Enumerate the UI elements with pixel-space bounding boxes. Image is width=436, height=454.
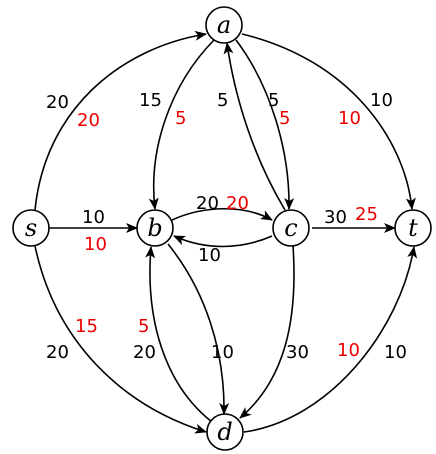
node-d-circle bbox=[206, 413, 244, 451]
node-a-circle bbox=[205, 6, 243, 44]
edge-a-c bbox=[235, 39, 295, 210]
edge-s-a-flow: 20 bbox=[77, 110, 100, 131]
edge-b-c-capacity: 20 bbox=[196, 193, 219, 214]
node-s-label: s bbox=[25, 214, 37, 242]
edge-c-b bbox=[173, 235, 273, 248]
node-b: b bbox=[136, 209, 174, 247]
edge-a-c-capacity: 5 bbox=[268, 90, 279, 111]
edge-s-d-capacity: 20 bbox=[46, 342, 69, 363]
edge-s-b-capacity: 10 bbox=[82, 207, 105, 228]
edge-a-t-capacity: 10 bbox=[370, 90, 393, 111]
edge-c-d-capacity: 30 bbox=[286, 342, 309, 363]
node-c-label: c bbox=[284, 214, 297, 242]
edge-c-t-flow: 25 bbox=[355, 204, 378, 225]
edge-a-t-flow: 10 bbox=[338, 108, 361, 129]
edge-a-b-flow: 5 bbox=[175, 108, 186, 129]
edges bbox=[34, 30, 418, 434]
node-s-circle bbox=[12, 209, 50, 247]
node-c: c bbox=[272, 209, 310, 247]
edge-s-d-flow: 15 bbox=[75, 316, 98, 337]
node-c-circle bbox=[272, 209, 310, 247]
edge-s-a-capacity: 20 bbox=[46, 92, 69, 113]
edge-s-d bbox=[34, 245, 207, 434]
edge-d-b bbox=[145, 246, 213, 423]
node-s: s bbox=[12, 209, 50, 247]
edge-b-d bbox=[167, 243, 230, 415]
node-a: a bbox=[205, 6, 243, 44]
edge-a-b-capacity: 15 bbox=[139, 90, 162, 111]
node-a-label: a bbox=[217, 11, 231, 39]
edge-a-c-flow: 5 bbox=[279, 108, 290, 129]
edge-s-b-flow: 10 bbox=[84, 234, 107, 255]
node-t: t bbox=[394, 209, 432, 247]
edge-c-d bbox=[239, 245, 295, 419]
edge-d-b-flow: 5 bbox=[138, 316, 149, 337]
node-d: d bbox=[206, 413, 244, 451]
node-b-label: b bbox=[147, 214, 162, 242]
edge-a-t bbox=[241, 33, 416, 210]
node-t-label: t bbox=[408, 214, 418, 242]
edge-d-b-capacity: 20 bbox=[133, 342, 156, 363]
edge-a-b bbox=[148, 39, 215, 210]
edge-s-a bbox=[34, 30, 207, 211]
nodes: s a b c d t bbox=[12, 6, 432, 451]
edge-c-a bbox=[223, 42, 286, 211]
node-d-label: d bbox=[217, 418, 232, 446]
edge-c-t-capacity: 30 bbox=[324, 207, 347, 228]
edge-b-c bbox=[171, 208, 273, 221]
node-b-circle bbox=[136, 209, 174, 247]
edge-c-a-capacity: 5 bbox=[217, 90, 228, 111]
edge-d-t bbox=[243, 246, 418, 433]
edge-d-t-capacity: 10 bbox=[384, 342, 407, 363]
edge-b-c-flow: 20 bbox=[226, 193, 249, 214]
edge-labels: 20 20 10 10 15 20 15 5 5 5 5 10 10 20 20… bbox=[46, 90, 407, 363]
node-t-circle bbox=[394, 209, 432, 247]
edge-c-b-capacity: 10 bbox=[198, 245, 221, 266]
edge-b-d-capacity: 10 bbox=[211, 342, 234, 363]
edge-d-t-flow: 10 bbox=[337, 340, 360, 361]
